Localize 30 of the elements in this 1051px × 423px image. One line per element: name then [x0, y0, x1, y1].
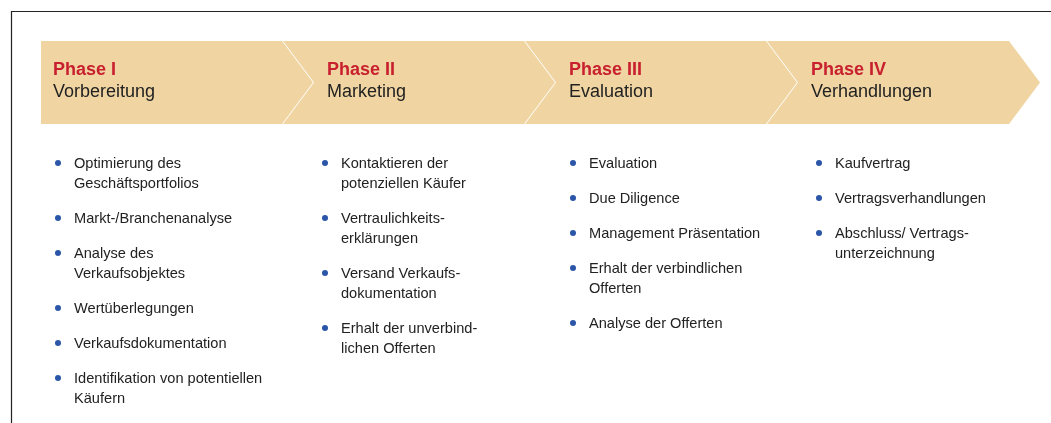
bullet-text: Versand Verkaufs- dokumentation	[341, 264, 462, 303]
phase-number: Phase II	[327, 59, 396, 80]
chevron-shape	[41, 41, 313, 124]
bullet-text: Analyse der Offerten	[589, 314, 724, 333]
bullet-text: Vertragsverhandlungen	[835, 189, 987, 208]
bullet-text: Management Präsentation	[589, 224, 762, 243]
phase-title: Evaluation	[569, 81, 654, 102]
chevron-shape	[283, 41, 555, 124]
bullet-text: Verkaufsdokumentation	[74, 334, 228, 353]
phase-number: Phase IV	[811, 59, 887, 80]
chevron-shape	[525, 41, 797, 124]
bullet-text: Abschluss/ Vertrags- unterzeichnung	[835, 224, 970, 263]
phase-number: Phase III	[569, 59, 643, 80]
bullet-text: Analyse des Verkaufsobjektes	[74, 244, 187, 283]
chevron-shape	[767, 41, 1040, 124]
bullet-text: Vertraulichkeits- erklärungen	[341, 209, 446, 248]
bullet-text: Identifikation von potentiellen Käufern	[74, 369, 264, 408]
phase-number: Phase I	[53, 59, 117, 80]
bullet-text: Markt-/Branchenanalyse	[74, 209, 234, 228]
bullet-text: Optimierung des Geschäftsportfolios	[74, 154, 200, 193]
phase-title: Marketing	[327, 81, 407, 102]
bullet-text: Erhalt der verbindlichen Offerten	[589, 259, 744, 298]
bullet-text: Due Diligence	[589, 189, 681, 208]
phase-title: Verhandlungen	[811, 81, 933, 102]
bullet-text: Erhalt der unverbind- lichen Offerten	[341, 319, 479, 358]
bullet-text: Wertüberlegungen	[74, 299, 195, 318]
bullet-text: Kaufvertrag	[835, 154, 912, 173]
bullet-text: Evaluation	[589, 154, 659, 173]
bullet-text: Kontaktieren der potenziellen Käufer	[341, 154, 467, 193]
phase-title: Vorbereitung	[53, 81, 156, 102]
